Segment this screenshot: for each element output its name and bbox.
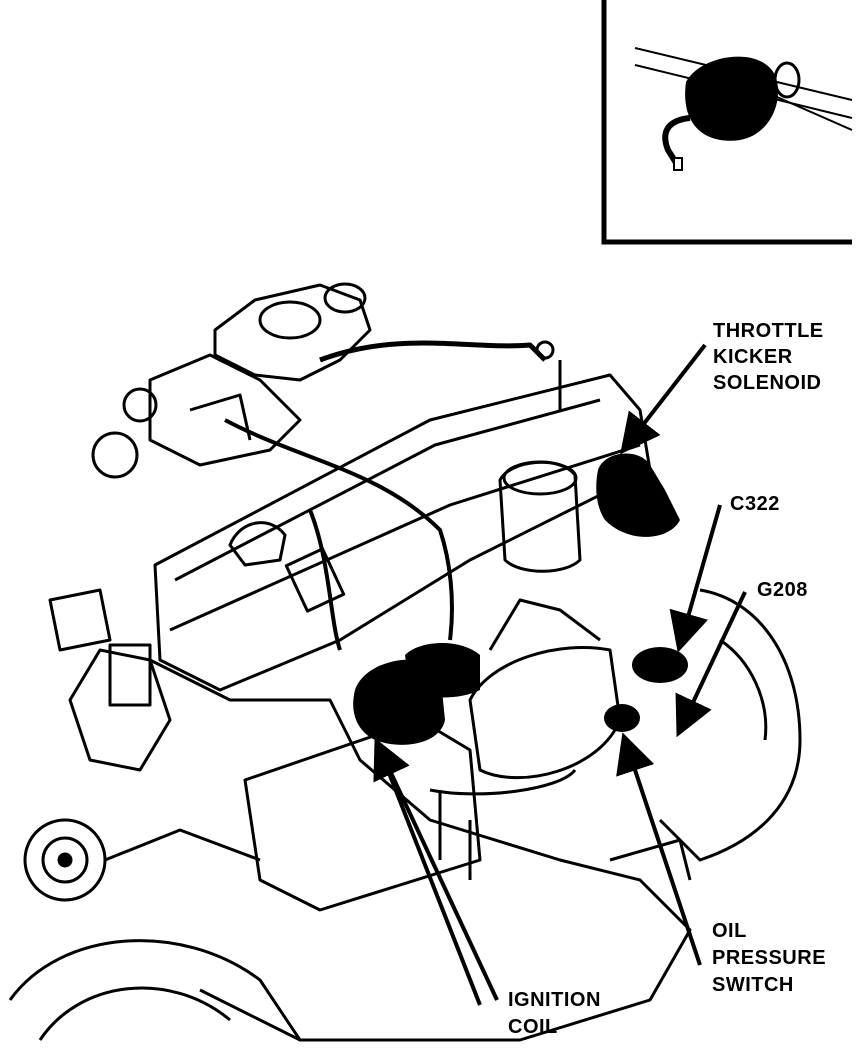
inset-solenoid-shape: [662, 56, 801, 171]
label-line: PRESSURE: [712, 947, 826, 969]
leader-lines: [373, 343, 747, 1006]
engine-drawing: [8, 282, 802, 1042]
label-line: COIL: [508, 1016, 558, 1038]
label-line: SWITCH: [712, 974, 794, 996]
callout-labels: THROTTLE KICKER SOLENOID C322 G208 OIL P…: [508, 320, 832, 1038]
inset-detail: [601, 0, 853, 245]
g208-label: G208: [757, 579, 808, 601]
oil-pressure-switch-label: OIL PRESSURE SWITCH: [712, 920, 832, 996]
label-line: KICKER: [713, 346, 793, 368]
ignition-coil-leader-1: [373, 737, 499, 1001]
g208-leader: [675, 591, 747, 738]
label-line: OIL: [712, 920, 746, 942]
oil-pressure-switch-shape: [604, 704, 640, 732]
label-line: IGNITION: [508, 989, 601, 1011]
throttle-kicker-solenoid-label: THROTTLE KICKER SOLENOID: [713, 320, 830, 394]
throttle-kicker-solenoid-shape: [596, 453, 680, 537]
c322-connector-shape: [632, 647, 688, 683]
label-line: SOLENOID: [713, 372, 821, 394]
ignition-coil-label: IGNITION COIL: [508, 989, 607, 1038]
ignition-coil-top-shape: [405, 642, 480, 698]
label-line: THROTTLE: [713, 320, 824, 342]
throttle-kicker-leader: [620, 343, 707, 455]
c322-leader: [669, 504, 722, 653]
highlighted-components: [353, 453, 688, 745]
ignition-coil-leader-2: [376, 744, 482, 1006]
c322-label: C322: [730, 493, 780, 515]
oil-pressure-switch-leader: [616, 732, 702, 966]
